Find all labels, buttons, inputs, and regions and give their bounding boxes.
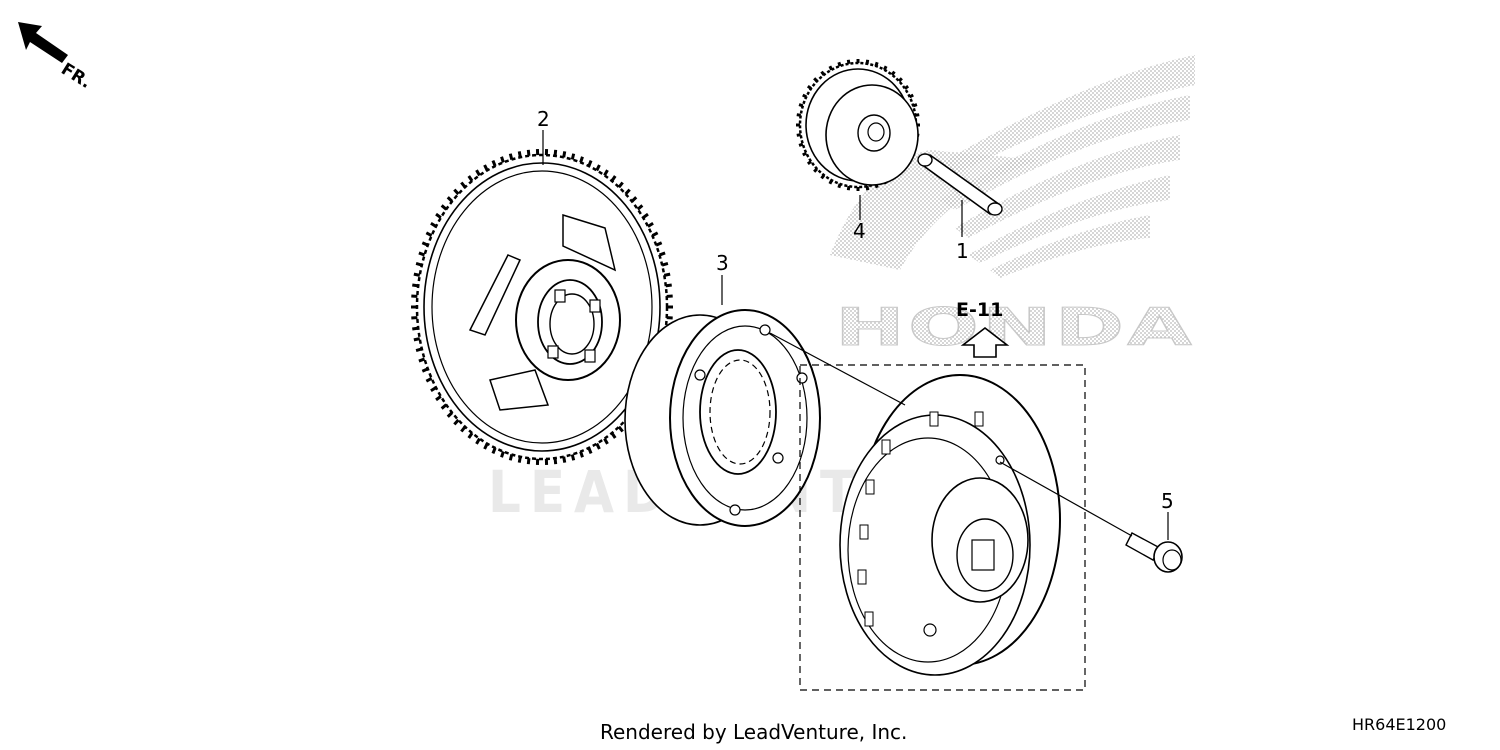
reference-arrow [960,326,1010,358]
callout-4[interactable]: 4 [853,219,866,243]
front-arrow-icon [18,22,68,63]
callout-5[interactable]: 5 [1161,489,1174,513]
honda-logo-text: HONDA [835,298,1195,358]
part-2-starter-driven-gear[interactable] [411,149,673,465]
part-1-shaft[interactable] [917,153,1003,216]
reference-label[interactable]: E-11 [956,299,1003,321]
front-direction-indicator: FR. [18,22,95,93]
rendered-by-credit: Rendered by LeadVenture, Inc. [600,720,907,744]
part-5-bolt[interactable] [1125,532,1183,573]
up-arrow-icon [960,326,1010,358]
leader-lines [542,130,1169,540]
callout-1[interactable]: 1 [956,239,969,263]
callout-2[interactable]: 2 [537,107,550,131]
part-4-idle-gear[interactable] [796,59,920,191]
front-label: FR. [57,59,94,93]
flywheel-assembly[interactable] [799,364,1086,691]
part-3-one-way-clutch[interactable] [624,309,821,527]
diagram-code: HR64E1200 [1352,715,1446,734]
reference-boundary [799,364,1086,691]
callout-3[interactable]: 3 [716,251,729,275]
